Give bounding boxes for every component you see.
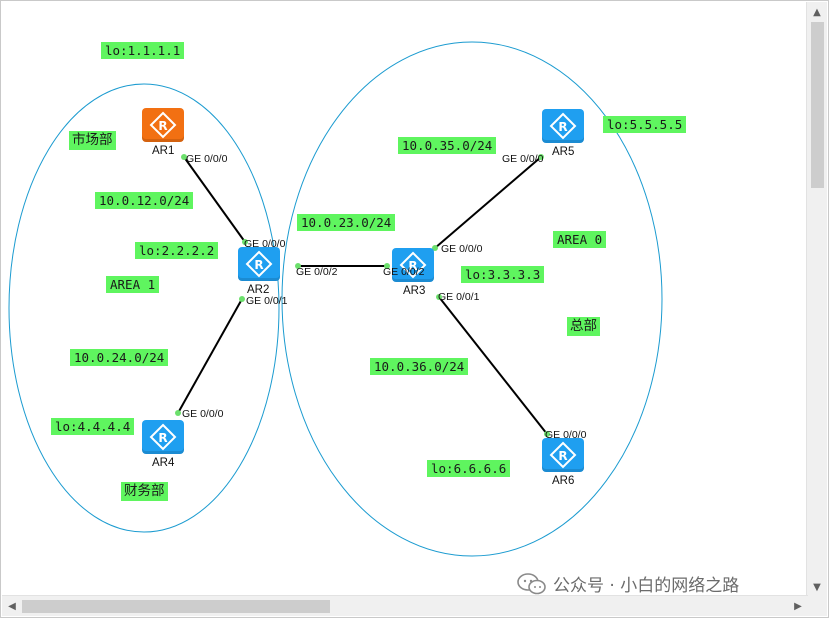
port-label-ar4-ge000: GE 0/0/0 bbox=[182, 408, 224, 420]
port-label-ar5-ge000: GE 0/0/0 bbox=[502, 153, 544, 165]
svg-text:R: R bbox=[158, 431, 167, 445]
port-label-ar2-ge000: GE 0/0/0 bbox=[244, 238, 286, 250]
topology-canvas: R R R R R R AR1 AR2 AR3 AR4 AR5 AR6 GE 0… bbox=[1, 1, 808, 597]
note-area-1: AREA 1 bbox=[106, 276, 160, 293]
link-ar2-ar4[interactable] bbox=[177, 298, 243, 414]
device-label-ar4: AR4 bbox=[152, 457, 175, 469]
link-ar3-ar5[interactable] bbox=[434, 156, 542, 249]
watermark: 公众号 · 小白的网络之路 bbox=[517, 571, 739, 596]
link-ar1-ar2[interactable] bbox=[183, 156, 246, 243]
device-label-ar6: AR6 bbox=[552, 475, 575, 487]
vertical-scrollbar[interactable]: ▲ ▼ bbox=[806, 2, 827, 597]
svg-text:R: R bbox=[158, 119, 167, 133]
scroll-left-arrow-icon[interactable]: ◀ bbox=[8, 600, 16, 612]
note-lo-ar6: lo:6.6.6.6 bbox=[427, 460, 511, 477]
router-ar1-icon[interactable]: R bbox=[142, 108, 184, 142]
router-ar5-icon[interactable]: R bbox=[542, 109, 584, 143]
note-net-ar1-ar2: 10.0.12.0/24 bbox=[95, 192, 194, 209]
horizontal-scroll-thumb[interactable] bbox=[22, 600, 330, 613]
svg-text:R: R bbox=[254, 258, 263, 272]
port-label-ar6-ge000: GE 0/0/0 bbox=[545, 429, 587, 441]
area-1-boundary bbox=[8, 83, 280, 533]
note-lo-ar3: lo:3.3.3.3 bbox=[461, 266, 545, 283]
wechat-icon bbox=[517, 572, 546, 594]
note-dept-market: 市场部 bbox=[69, 131, 116, 150]
svg-text:R: R bbox=[558, 449, 567, 463]
device-label-ar1: AR1 bbox=[152, 145, 175, 157]
svg-text:R: R bbox=[558, 120, 567, 134]
port-label-ar3-ge000: GE 0/0/0 bbox=[441, 243, 483, 255]
note-net-ar2-ar3: 10.0.23.0/24 bbox=[297, 214, 396, 231]
port-label-ar3-ge002: GE 0/0/2 bbox=[383, 266, 425, 278]
router-ar6-icon[interactable]: R bbox=[542, 438, 584, 472]
scroll-right-arrow-icon[interactable]: ▶ bbox=[794, 600, 802, 612]
note-lo-ar1: lo:1.1.1.1 bbox=[101, 42, 185, 59]
note-net-ar2-ar4: 10.0.24.0/24 bbox=[70, 349, 169, 366]
port-label-ar2-ge001: GE 0/0/1 bbox=[246, 295, 288, 307]
scroll-up-arrow-icon[interactable]: ▲ bbox=[813, 6, 821, 18]
note-dept-finance: 财务部 bbox=[121, 482, 168, 501]
note-net-ar3-ar5: 10.0.35.0/24 bbox=[398, 137, 497, 154]
watermark-text: 公众号 · 小白的网络之路 bbox=[553, 576, 740, 596]
router-ar2-icon[interactable]: R bbox=[238, 247, 280, 281]
note-lo-ar4: lo:4.4.4.4 bbox=[51, 418, 135, 435]
note-dept-hq: 总部 bbox=[567, 317, 600, 336]
note-lo-ar5: lo:5.5.5.5 bbox=[603, 116, 687, 133]
note-area-0: AREA 0 bbox=[553, 231, 607, 248]
scroll-down-arrow-icon[interactable]: ▼ bbox=[813, 581, 821, 593]
port-label-ar1-ge000: GE 0/0/0 bbox=[186, 153, 228, 165]
device-label-ar3: AR3 bbox=[403, 285, 426, 297]
router-ar4-icon[interactable]: R bbox=[142, 420, 184, 454]
horizontal-scrollbar[interactable]: ◀ ▶ bbox=[2, 595, 808, 616]
router-ar3-icon[interactable]: R bbox=[392, 248, 434, 282]
port-dots bbox=[175, 154, 550, 437]
vertical-scroll-thumb[interactable] bbox=[811, 22, 824, 188]
port-label-ar3-ge001: GE 0/0/1 bbox=[438, 291, 480, 303]
area-0-boundary bbox=[281, 41, 663, 557]
topology-links bbox=[8, 41, 663, 557]
link-ar3-ar6[interactable] bbox=[438, 296, 548, 435]
port-label-ar2-ge002: GE 0/0/2 bbox=[296, 266, 338, 278]
device-label-ar5: AR5 bbox=[552, 146, 575, 158]
device-label-ar2: AR2 bbox=[247, 284, 270, 296]
note-lo-ar2: lo:2.2.2.2 bbox=[135, 242, 219, 259]
svg-text:R: R bbox=[408, 259, 417, 273]
note-net-ar3-ar6: 10.0.36.0/24 bbox=[370, 358, 469, 375]
scrollbar-corner bbox=[807, 596, 827, 616]
